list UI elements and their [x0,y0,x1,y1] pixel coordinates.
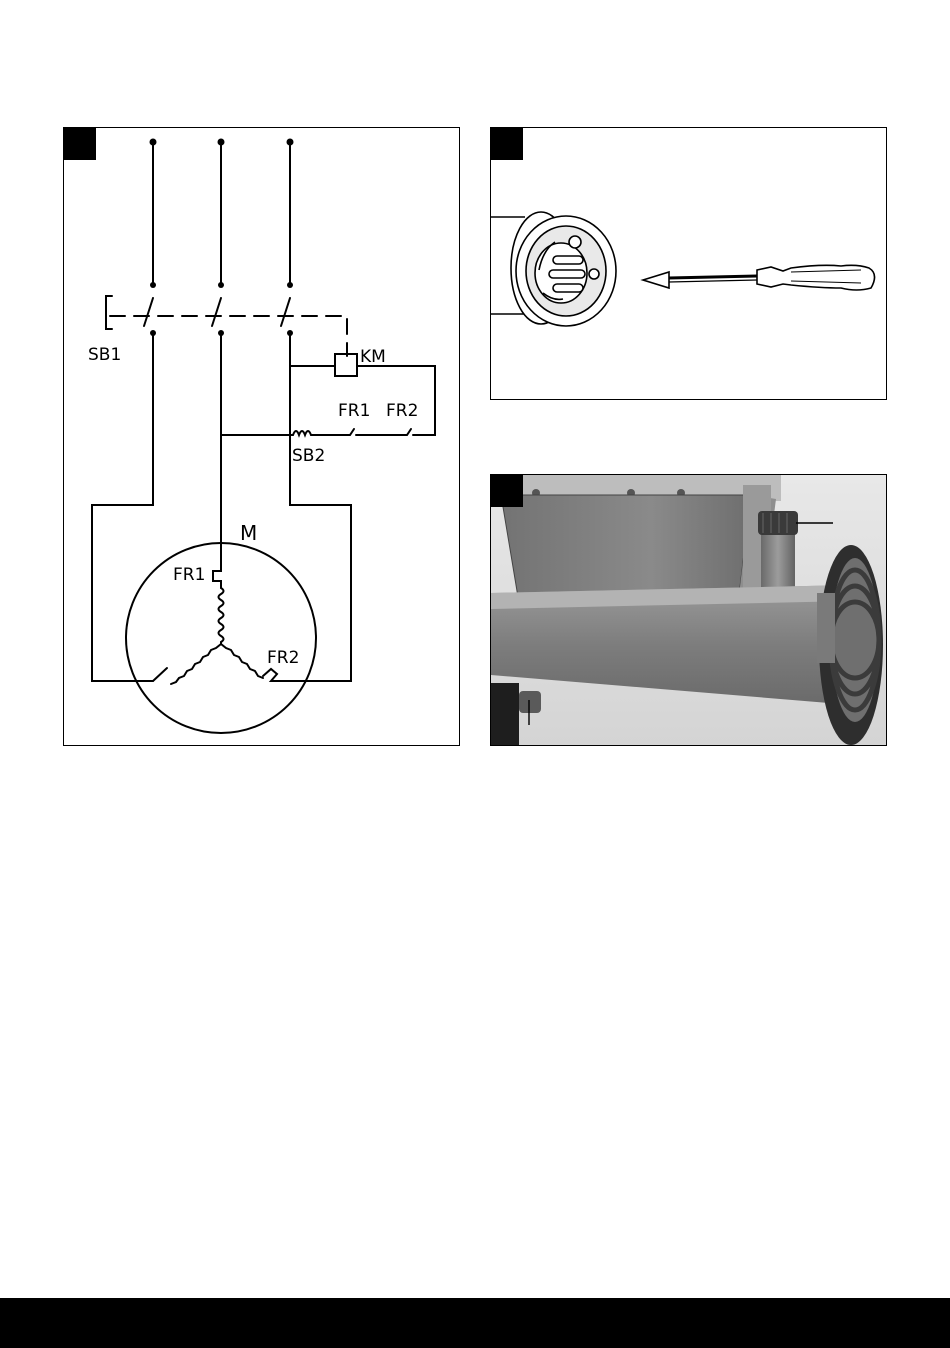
plug-pin [549,270,585,278]
wire-l1-to-motor [92,333,153,681]
figure-marker-3 [491,475,523,507]
label-fr1-contact: FR1 [338,401,370,421]
switch-blade-1 [144,298,153,326]
label-sb2: SB2 [292,446,325,466]
winding-top [219,588,224,642]
sb2-contact [290,431,314,435]
circuit-diagram: SB1 KM FR1 FR2 SB2 M FR1 FR2 [64,128,460,746]
winding-left [171,644,221,684]
circuit-diagram-panel: SB1 KM FR1 FR2 SB2 M FR1 FR2 [63,127,460,746]
plug-pin [553,256,583,264]
label-fr2-contact: FR2 [386,401,418,421]
label-fr1-winding: FR1 [173,565,205,585]
figure-marker-2 [491,128,523,160]
winding-right [221,644,263,678]
fr2-contact [404,429,411,435]
plug-screwdriver-panel [490,127,887,400]
label-motor: M [240,521,257,545]
switch-blade-2 [212,298,221,326]
machine-photo-panel [490,474,887,746]
plug-illustration [491,128,887,400]
motor-lead-right [263,669,307,681]
label-km: KM [360,347,386,367]
label-fr2-winding: FR2 [267,648,299,668]
footer-band [0,1298,950,1348]
wire-l3-to-motor [290,333,351,681]
screwdriver-icon [643,265,875,290]
figure-marker-1 [64,128,96,160]
switch-blade-3 [281,298,290,326]
plug-pin [553,284,583,292]
km-coil [335,354,357,376]
oil-cap [758,511,798,535]
fr1-contact [347,429,354,435]
motor-lead-top [213,543,221,588]
label-sb1: SB1 [88,345,121,365]
machine-photo [491,475,887,746]
plug-pin [569,236,581,248]
drain-plug [519,691,541,713]
sb1-bracket [106,296,112,329]
